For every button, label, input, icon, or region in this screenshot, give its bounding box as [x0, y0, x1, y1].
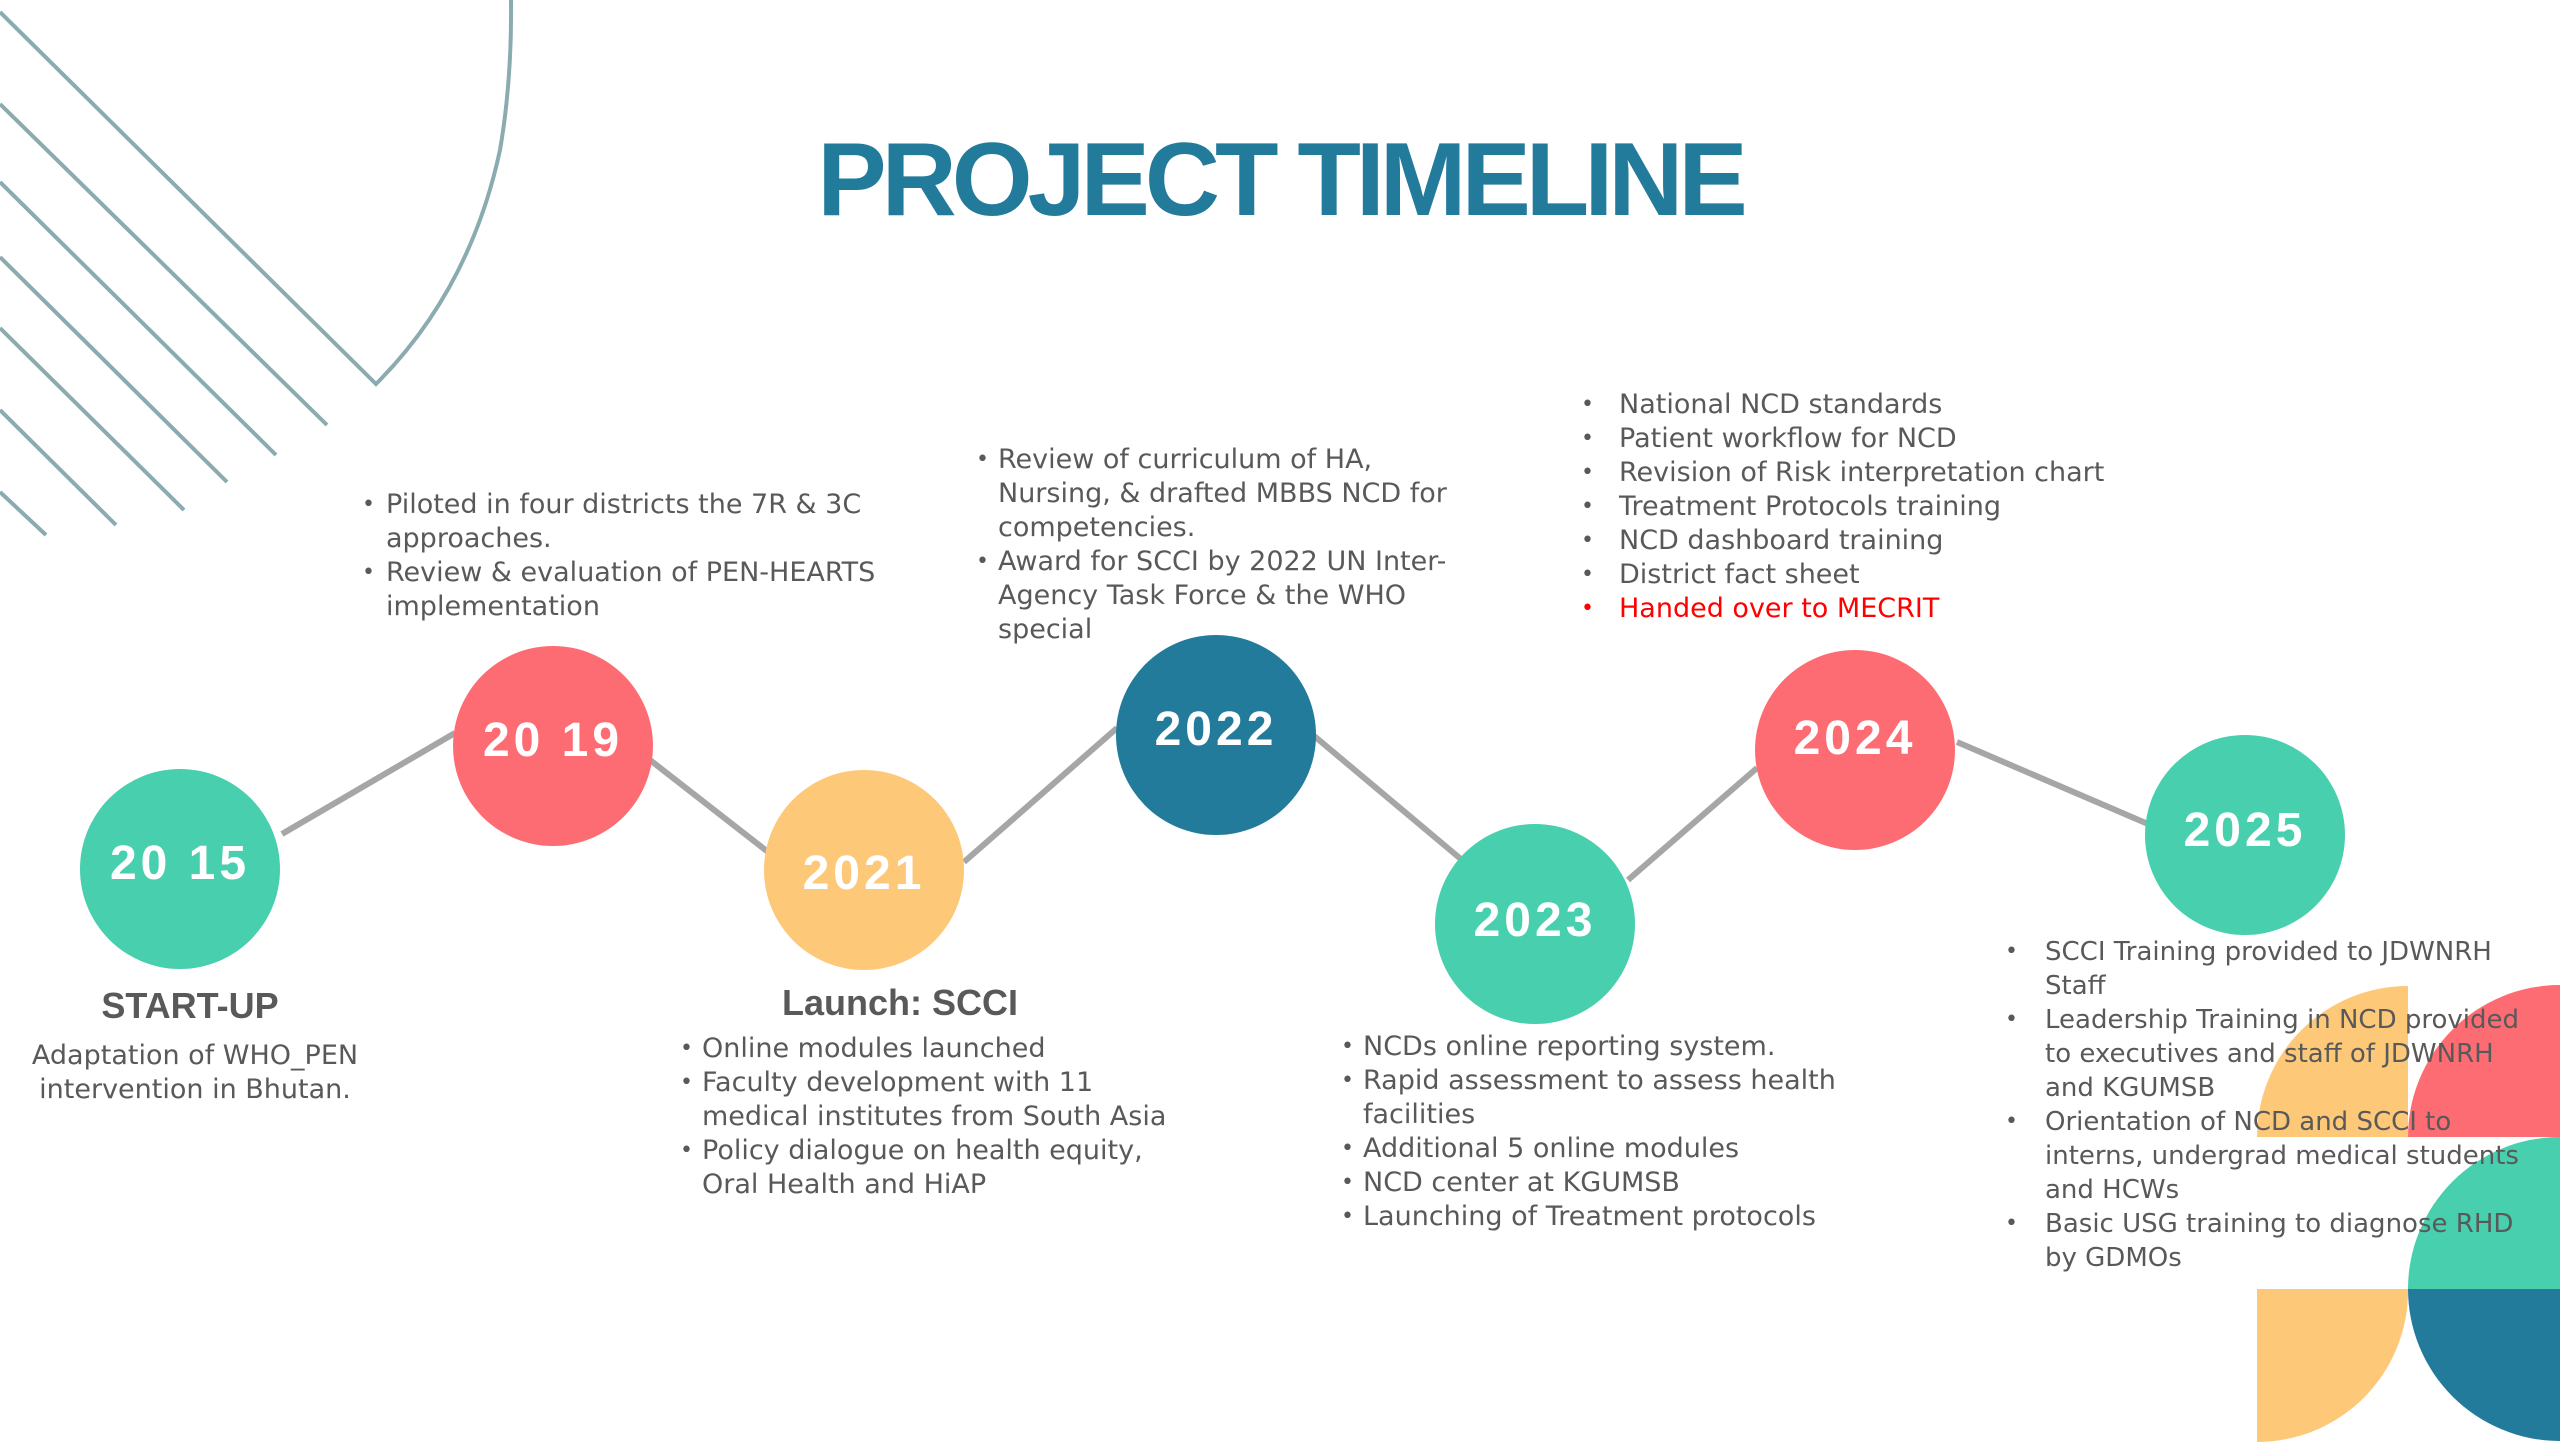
list-item: •Additional 5 online modules [1341, 1133, 1740, 1164]
milestone-2025-list: •SCCI Training provided to JDWNRH Staff … [2005, 935, 2525, 1275]
list-item: •SCCI Training provided to JDWNRH Staff [2005, 937, 2492, 1001]
list-item: •Leadership Training in NCD provided to … [2005, 1005, 2520, 1103]
list-item: •Policy dialogue on health equity, Oral … [680, 1135, 1143, 1200]
list-item: •NCD center at KGUMSB [1341, 1167, 1680, 1198]
milestone-2023-list: •NCDs online reporting system. •Rapid as… [1341, 1030, 1853, 1234]
bullet-icon: • [1581, 392, 1594, 417]
bullet-icon: • [1341, 1204, 1354, 1229]
milestone-2024-circle: 2024 [1755, 650, 1955, 850]
bullet-icon: • [2005, 939, 2018, 964]
list-item: •Award for SCCI by 2022 UN Inter-Agency … [976, 546, 1447, 645]
description-line: intervention in Bhutan. [39, 1074, 351, 1105]
milestone-2023-year: 2023 [1473, 893, 1597, 947]
bullet-icon: • [2005, 1211, 2018, 1236]
list-item: •National NCD standards [1581, 389, 1943, 420]
list-item: •Faculty development with 11 medical ins… [680, 1067, 1167, 1132]
list-item-highlighted: •Handed over to MECRIT [1581, 593, 1940, 624]
list-item: •Orientation of NCD and SCCI to interns,… [2005, 1107, 2519, 1205]
milestone-2015-heading: START-UP [101, 985, 279, 1026]
milestone-2025-year: 2025 [2183, 803, 2307, 857]
bullet-icon: • [1581, 460, 1594, 485]
bullet-icon: • [1581, 494, 1594, 519]
milestone-2019-circle: 20 19 [453, 646, 653, 846]
list-item: •Treatment Protocols training [1581, 491, 2002, 522]
milestone-2025-circle: 2025 [2145, 735, 2345, 935]
bullet-icon: • [1581, 426, 1594, 451]
milestone-2019-list: •Piloted in four districts the 7R & 3C a… [362, 488, 906, 624]
bullet-icon: • [976, 447, 989, 472]
corner-shapes-decoration [2257, 985, 2560, 1442]
list-item: •Online modules launched [680, 1033, 1046, 1064]
list-item: •Rapid assessment to assess health facil… [1341, 1065, 1836, 1130]
milestone-2024-list: •National NCD standards •Patient workflo… [1581, 388, 2179, 626]
list-item: •Review & evaluation of PEN-HEARTS imple… [362, 557, 876, 622]
milestone-2015-year: 20 15 [109, 836, 251, 890]
diagonal-lines-decoration [0, 0, 514, 537]
milestone-2021-heading: Launch: SCCI [781, 982, 1018, 1023]
list-item: •Patient workflow for NCD [1581, 423, 1957, 454]
bullet-icon: • [976, 549, 989, 574]
bullet-icon: • [2005, 1007, 2018, 1032]
description-line: Adaptation of WHO_PEN [31, 1040, 359, 1071]
page-title: PROJECT TIMELINE [817, 122, 1747, 238]
milestone-2021-list: •Online modules launched •Faculty develo… [680, 1032, 1182, 1202]
bullet-icon: • [1581, 528, 1594, 553]
bullet-icon: • [1581, 596, 1594, 621]
milestone-2019-year: 20 19 [482, 713, 624, 767]
bullet-icon: • [680, 1036, 693, 1061]
bullet-icon: • [1341, 1170, 1354, 1195]
milestone-2022-year: 2022 [1154, 702, 1278, 756]
bullet-icon: • [1341, 1034, 1354, 1059]
bullet-icon: • [1341, 1068, 1354, 1093]
list-item: •NCD dashboard training [1581, 525, 1944, 556]
list-item: •Review of curriculum of HA, Nursing, & … [976, 444, 1447, 543]
list-item: •Piloted in four districts the 7R & 3C a… [362, 489, 862, 554]
milestone-2015-circle: 20 15 [80, 769, 280, 969]
list-item: •Basic USG training to diagnose RHD by G… [2005, 1209, 2514, 1273]
bullet-icon: • [2005, 1109, 2018, 1134]
bullet-icon: • [1581, 562, 1594, 587]
timeline-connectors [280, 725, 2150, 883]
bullet-icon: • [1341, 1136, 1354, 1161]
milestone-2022-circle: 2022 [1116, 635, 1316, 835]
milestone-2015-description: Adaptation of WHO_PEN intervention in Bh… [0, 1039, 390, 1107]
milestone-2022-list: •Review of curriculum of HA, Nursing, & … [976, 443, 1448, 647]
milestone-2023-circle: 2023 [1435, 824, 1635, 1024]
bullet-icon: • [362, 492, 375, 517]
milestone-2021-year: 2021 [802, 846, 926, 900]
list-item: •NCDs online reporting system. [1341, 1031, 1776, 1062]
milestone-2024-year: 2024 [1793, 711, 1917, 765]
bullet-icon: • [680, 1138, 693, 1163]
bullet-icon: • [680, 1070, 693, 1095]
list-item: •District fact sheet [1581, 559, 1860, 590]
milestone-2021-circle: 2021 [764, 770, 964, 970]
bullet-icon: • [362, 560, 375, 585]
list-item: •Launching of Treatment protocols [1341, 1201, 1816, 1232]
list-item: •Revision of Risk interpretation chart [1581, 457, 2105, 488]
